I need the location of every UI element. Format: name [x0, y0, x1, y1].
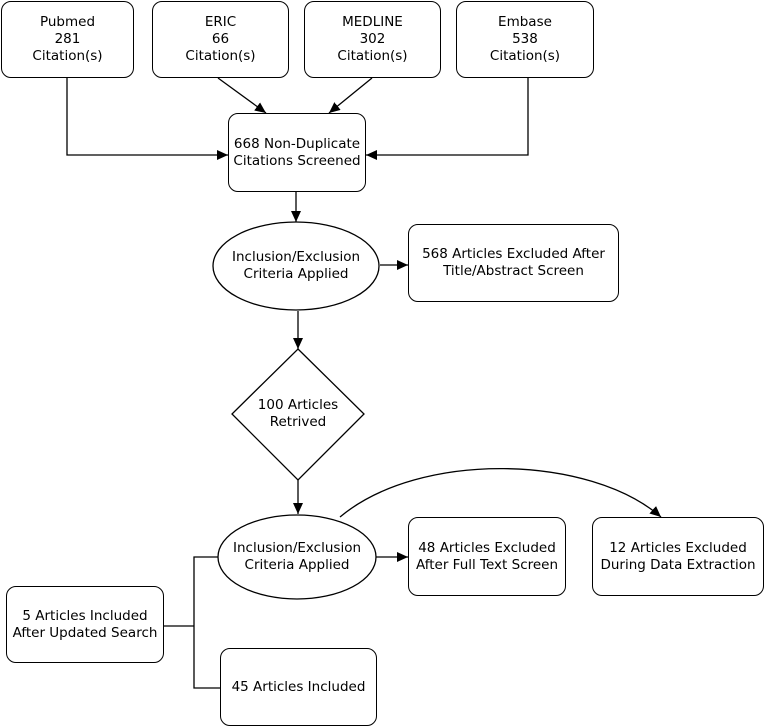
source-eric-unit: Citation(s)	[185, 48, 256, 64]
arrow-embase-to-screened	[366, 78, 529, 160]
source-eric-count: 66	[211, 31, 230, 47]
criteria-2-label: Inclusion/Exclusion Criteria Applied	[232, 540, 362, 573]
excluded-extraction-box: 12 Articles Excluded During Data Extract…	[592, 517, 764, 596]
source-eric: ERIC 66 Citation(s)	[152, 1, 289, 78]
arrow-pubmed-to-screened	[66, 78, 228, 160]
source-pubmed-unit: Citation(s)	[32, 48, 103, 64]
included-updated-box: 5 Articles Included After Updated Search	[6, 586, 164, 663]
excluded-extraction-label: 12 Articles Excluded During Data Extract…	[600, 539, 756, 573]
criteria-1-label: Inclusion/Exclusion Criteria Applied	[231, 249, 361, 282]
source-embase-count: 538	[512, 31, 538, 47]
source-medline: MEDLINE 302 Citation(s)	[304, 1, 441, 78]
screened-label: 668 Non-Duplicate Citations Screened	[233, 135, 361, 169]
retrieved-label: 100 Articles Retrived	[257, 397, 339, 430]
source-embase-name: Embase	[498, 14, 552, 30]
source-eric-name: ERIC	[204, 14, 237, 30]
source-medline-unit: Citation(s)	[337, 48, 408, 64]
source-embase-unit: Citation(s)	[489, 48, 561, 64]
source-pubmed: Pubmed 281 Citation(s)	[1, 1, 134, 78]
included-final-box: 45 Articles Included	[220, 648, 377, 726]
source-embase: Embase 538 Citation(s)	[456, 1, 594, 78]
criteria-2: Inclusion/Exclusion Criteria Applied	[218, 515, 376, 599]
screened-box: 668 Non-Duplicate Citations Screened	[228, 113, 366, 192]
source-pubmed-count: 281	[54, 31, 81, 47]
connector-criteria-2-to-branches	[193, 556, 220, 689]
retrieved-shape	[231, 348, 365, 481]
arrow-eric-to-screened	[217, 77, 267, 114]
retrieved: 100 Articles Retrived	[232, 380, 364, 448]
excluded-fulltext-label: 48 Articles Excluded After Full Text Scr…	[415, 539, 559, 573]
excluded-title-label: 568 Articles Excluded After Title/Abstra…	[422, 246, 605, 279]
excluded-title-box: 568 Articles Excluded After Title/Abstra…	[408, 224, 619, 302]
source-medline-count: 302	[359, 31, 386, 47]
arrow-criteria-2-to-excluded-extraction	[339, 467, 662, 518]
source-pubmed-name: Pubmed	[39, 14, 96, 30]
criteria-1-shape	[212, 221, 380, 311]
excluded-fulltext-box: 48 Articles Excluded After Full Text Scr…	[408, 517, 566, 596]
criteria-2-shape	[217, 514, 377, 600]
arrow-medline-to-screened	[328, 77, 373, 114]
criteria-1: Inclusion/Exclusion Criteria Applied	[213, 222, 379, 310]
included-final-label: 45 Articles Included	[231, 678, 366, 695]
source-medline-name: MEDLINE	[342, 14, 403, 30]
included-updated-label: 5 Articles Included After Updated Search	[12, 607, 158, 641]
